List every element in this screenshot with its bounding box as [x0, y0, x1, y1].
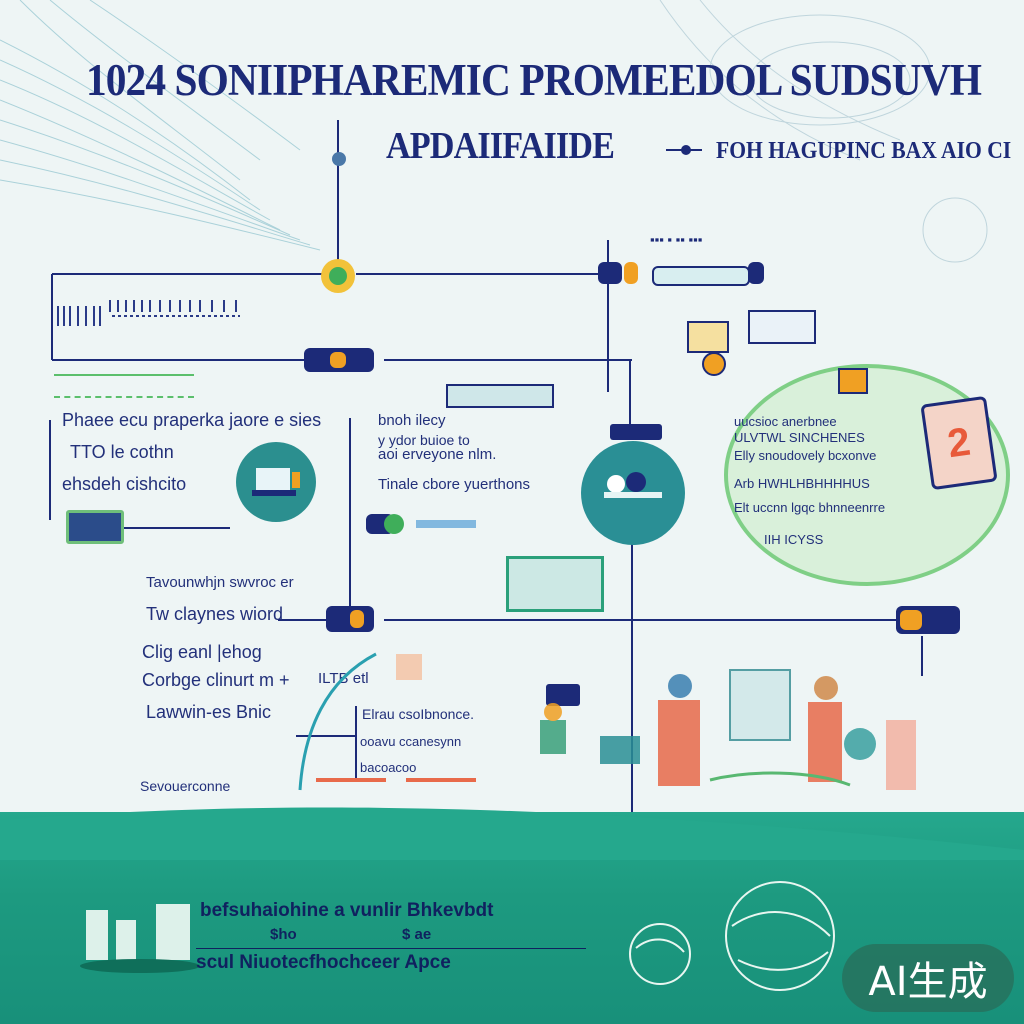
monitor-icon — [66, 510, 124, 544]
arrow-icon — [666, 145, 702, 155]
bottom-line-1: befsuhaiohine a vunlir Bhkevbdt — [200, 900, 494, 921]
left-label-b: TTO le cothn — [70, 442, 174, 462]
panel-tag-icon — [838, 368, 868, 394]
barcode-marks — [57, 300, 240, 326]
center-label-b: y ydor buioe to — [378, 432, 470, 448]
left-label-g: Corbge clinurt m + — [142, 670, 290, 690]
panel-line-2: ULVTWL SINCHENES — [734, 430, 865, 445]
sketch-swirl-left — [0, 0, 321, 251]
title-line-1: 1024 SONIIPHAREMIC PROMEEDOL SUDSUVH — [86, 55, 982, 105]
panel-line-6: IIH ICYSS — [764, 532, 824, 547]
title-line-3: FOH HAGUPINC BAX AIO CI — [716, 138, 1012, 164]
left-label-h: Lawwin-es Bnic — [146, 702, 272, 722]
left-label-e: Tw claynes wiord — [146, 604, 284, 624]
chip-node — [304, 348, 374, 372]
bottom-divider — [196, 948, 586, 949]
calendar-number: 2 — [944, 419, 974, 466]
bottom-wave — [0, 807, 1024, 860]
people-circle-icon — [581, 441, 685, 545]
panel-line-1: uucsioc anerbnee — [734, 414, 837, 429]
clock-book-icon — [687, 321, 729, 376]
keyboard-graphic — [446, 384, 554, 408]
bottom-line-2b: $ ae — [402, 926, 432, 943]
title-line-2: APDAIIFAIIDE — [386, 125, 615, 167]
globe-sketch-icon — [629, 881, 835, 991]
line-node-right — [896, 606, 960, 634]
toggle-node-icon — [366, 514, 476, 534]
center-label-c: aoi erveyone nlm. — [378, 446, 497, 463]
junction-node-icon — [321, 259, 355, 293]
bottom-line-3: scul Niuotecfhochceer Apce — [196, 952, 451, 973]
center-label-a: bnoh ilecy — [378, 412, 446, 429]
left-bar-graphic — [54, 374, 194, 398]
city-sketch-icon — [80, 904, 200, 973]
pin-node-icon — [332, 152, 346, 166]
left-label-f: Clig eanl |ehog — [142, 642, 262, 662]
grid-chip-icon — [546, 684, 580, 706]
center-label-f: Elrau csoIbnonce. — [362, 706, 475, 722]
left-label-i: Sevouerconne — [140, 778, 231, 794]
solar-panel-icon — [748, 310, 816, 344]
people-figures-illustration — [540, 669, 916, 790]
ai-generated-watermark: AI生成 — [842, 944, 1014, 1012]
sketch-swirl-right — [659, 0, 988, 263]
bottom-line-2a: $ho — [270, 926, 297, 943]
calendar-icon: 2 — [920, 395, 998, 491]
device-strip-caption-icon: ▪▪▪ ▪ ▪▪ ▪▪▪ — [650, 232, 703, 247]
left-label-d: Tavounwhjn swvroc er — [146, 574, 294, 591]
center-label-g: ooavu ccanesynn — [360, 734, 462, 749]
left-label-a: Phaee ecu praperka jaore e sies — [62, 410, 322, 430]
furniture-sketch — [298, 652, 476, 791]
screen-graphic — [506, 556, 604, 612]
device-strip — [598, 258, 768, 288]
panel-line-3: Elly snoudovely bcxonve — [734, 448, 877, 463]
panel-line-5: Elt uccnn lgqc bhnneenrre — [734, 500, 886, 515]
left-label-c: ehsdeh cishcito — [62, 474, 187, 494]
center-label-h: bacoacoo — [360, 760, 417, 775]
chip-node-center — [610, 424, 662, 440]
laptop-circle-icon — [236, 442, 316, 522]
line-node-left — [326, 606, 374, 632]
panel-line-4: Arb HWHLHBHHHHUS — [734, 476, 870, 491]
center-label-d: Tinale cbore yuerthons — [378, 476, 531, 493]
